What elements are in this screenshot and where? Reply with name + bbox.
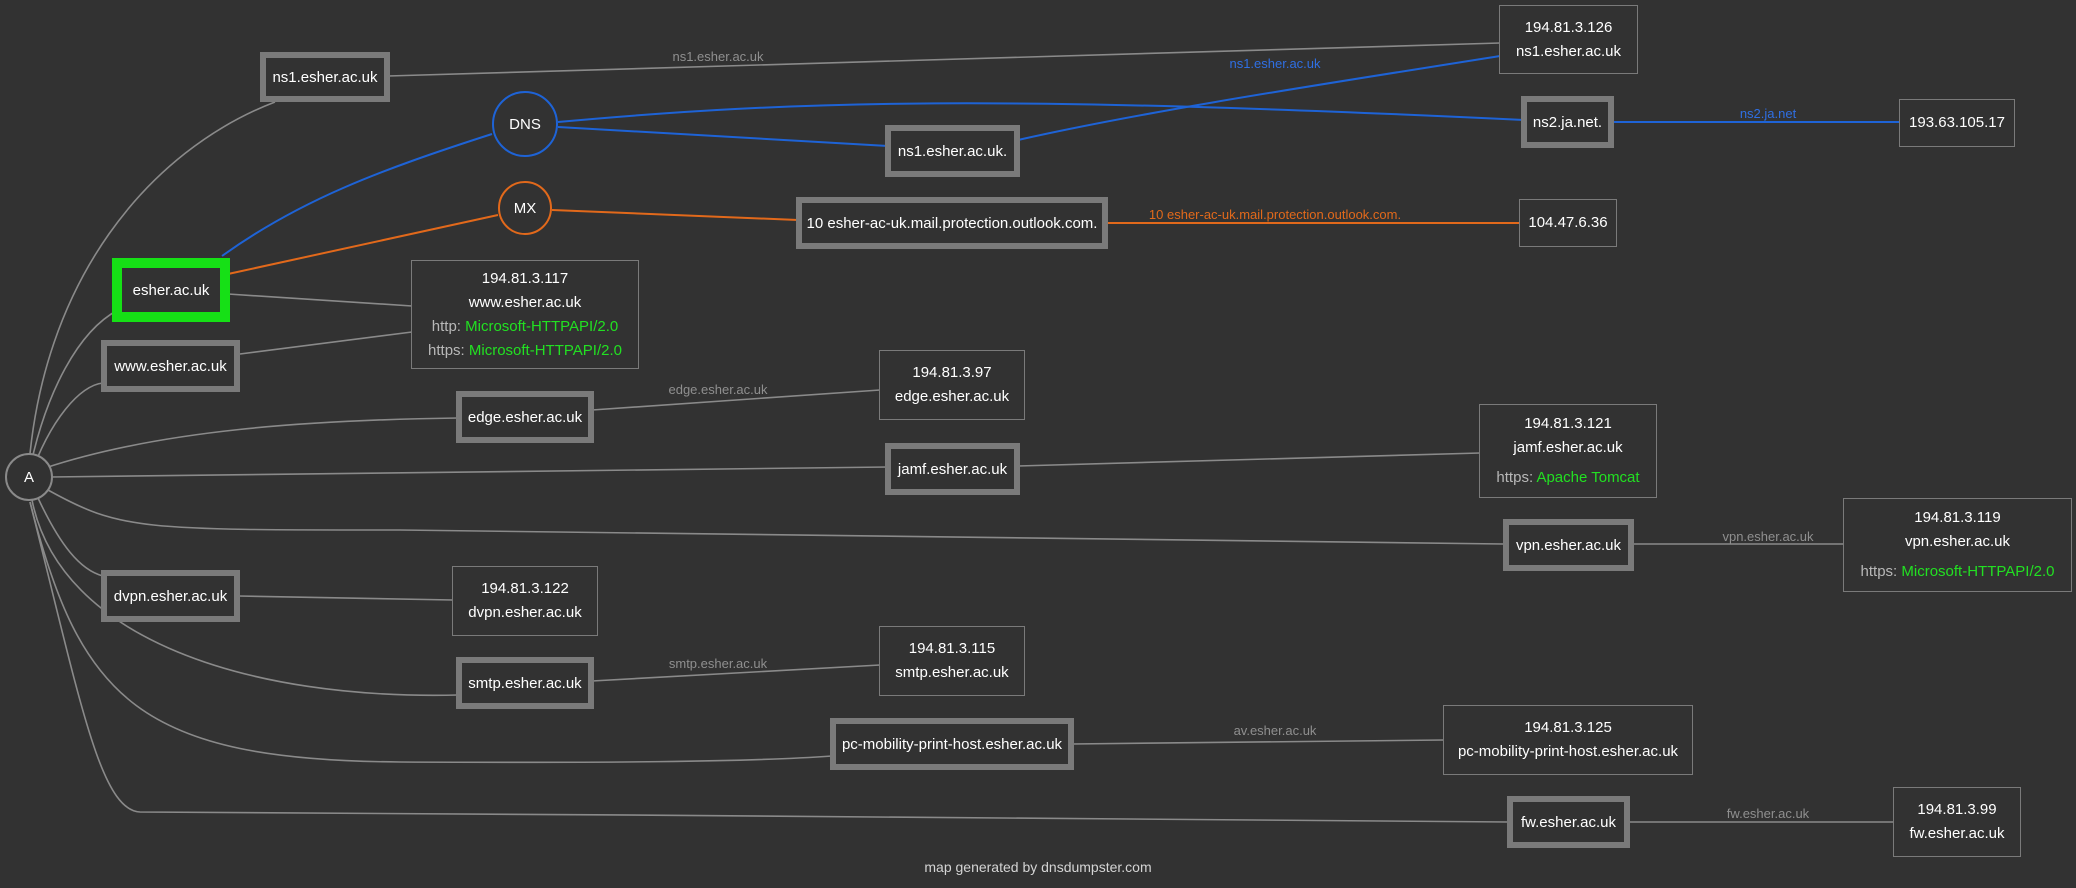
ip-node-fw[interactable]: 194.81.3.99 fw.esher.ac.uk xyxy=(1893,787,2021,857)
https-server: Apache Tomcat xyxy=(1536,469,1640,486)
ip-hostname: ns1.esher.ac.uk xyxy=(1515,42,1622,60)
edge-root-ns1 xyxy=(27,101,276,479)
host-node-fw[interactable]: fw.esher.ac.uk xyxy=(1507,796,1630,848)
ip-address: 104.47.6.36 xyxy=(1528,214,1608,231)
host-node-dvpn[interactable]: dvpn.esher.ac.uk xyxy=(101,570,240,622)
edge-label-vpn: vpn.esher.ac.uk xyxy=(1722,529,1814,544)
edge-root-dvpn xyxy=(37,497,104,577)
edge-label-ns1-blue: ns1.esher.ac.uk xyxy=(1229,56,1321,71)
http-server: Microsoft-HTTPAPI/2.0 xyxy=(465,317,619,335)
edge-label-ns2: ns2.ja.net xyxy=(1740,106,1797,121)
ip-hostname: dvpn.esher.ac.uk xyxy=(468,604,582,621)
edge-root-main xyxy=(27,309,119,479)
ip-hostname: pc-mobility-print-host.esher.ac.uk xyxy=(1457,743,1679,760)
host-node-main[interactable]: esher.ac.uk xyxy=(112,258,230,322)
host-node-ns1[interactable]: ns1.esher.ac.uk xyxy=(260,52,390,102)
edge-root-vpn xyxy=(47,489,1504,545)
edge-main-dns xyxy=(221,133,493,257)
host-node-smtp[interactable]: smtp.esher.ac.uk xyxy=(456,657,594,709)
host-node-edge[interactable]: edge.esher.ac.uk xyxy=(456,391,594,443)
edge-dvpn-ip xyxy=(237,595,454,601)
ip-address: 194.81.3.122 xyxy=(481,580,569,597)
edge-edge-ip xyxy=(591,389,881,411)
host-node-vpn[interactable]: vpn.esher.ac.uk xyxy=(1503,519,1634,571)
https-server: Microsoft-HTTPAPI/2.0 xyxy=(468,341,622,359)
host-node-mx10[interactable]: 10 esher-ac-uk.mail.protection.outlook.c… xyxy=(796,197,1108,249)
https-label: https: xyxy=(428,341,465,359)
mx-record-node[interactable]: MX xyxy=(498,181,552,235)
edge-root-smtp xyxy=(31,499,459,697)
edge-root-edge xyxy=(44,417,459,469)
edge-label-ns1: ns1.esher.ac.uk xyxy=(672,49,764,64)
edge-root-pc xyxy=(29,501,833,764)
ip-hostname: jamf.esher.ac.uk xyxy=(1513,439,1623,456)
root-node-a[interactable]: A xyxy=(5,453,53,501)
ip-node-dvpn[interactable]: 194.81.3.122 dvpn.esher.ac.uk xyxy=(452,566,598,636)
ip-address: 194.81.3.126 xyxy=(1524,18,1613,36)
https-service-row: https: Apache Tomcat xyxy=(1496,466,1639,490)
edge-dns-ns2 xyxy=(557,102,1525,123)
ip-hostname: vpn.esher.ac.uk xyxy=(1904,533,2011,550)
edge-label-edge: edge.esher.ac.uk xyxy=(668,382,768,397)
ip-address: 194.81.3.117 xyxy=(481,269,569,287)
ip-node-www[interactable]: 194.81.3.117 www.esher.ac.uk http: Micro… xyxy=(411,260,639,369)
edge-mx-mx10 xyxy=(551,209,799,221)
host-node-pc[interactable]: pc-mobility-print-host.esher.ac.uk xyxy=(830,718,1074,770)
footer-credit: map generated by dnsdumpster.com xyxy=(924,859,1152,875)
edge-label-smtp: smtp.esher.ac.uk xyxy=(669,656,768,671)
edge-pc-ip xyxy=(1071,739,1445,745)
edge-www-wwwip xyxy=(239,331,413,355)
edge-label-mx: 10 esher-ac-uk.mail.protection.outlook.c… xyxy=(1149,207,1401,222)
dns-record-node[interactable]: DNS xyxy=(492,91,558,157)
edge-ns1-ip xyxy=(387,42,1501,77)
ip-address: 194.81.3.115 xyxy=(908,640,996,657)
edge-root-fw xyxy=(29,501,1509,823)
https-service-row: https: Microsoft-HTTPAPI/2.0 xyxy=(1861,560,2055,584)
ip-hostname: www.esher.ac.uk xyxy=(468,293,582,311)
ip-node-vpn[interactable]: 194.81.3.119 vpn.esher.ac.uk https: Micr… xyxy=(1843,498,2072,592)
ip-address: 194.81.3.97 xyxy=(912,364,992,381)
https-service-row: https: Microsoft-HTTPAPI/2.0 xyxy=(428,339,622,363)
ip-node-ns1[interactable]: 194.81.3.126 ns1.esher.ac.uk xyxy=(1499,5,1638,74)
ip-address: 194.81.3.119 xyxy=(1914,509,2001,526)
ip-hostname: fw.esher.ac.uk xyxy=(1909,825,2005,842)
ip-address: 194.81.3.121 xyxy=(1524,415,1612,432)
ip-node-mx[interactable]: 104.47.6.36 xyxy=(1519,199,1617,247)
ip-hostname: smtp.esher.ac.uk xyxy=(895,664,1009,681)
host-node-ns1-dot[interactable]: ns1.esher.ac.uk. xyxy=(885,125,1020,177)
ip-address: 194.81.3.125 xyxy=(1524,719,1612,736)
edge-main-mx xyxy=(227,214,499,275)
ip-address: 193.63.105.17 xyxy=(1909,114,2005,131)
edge-label-fw: fw.esher.ac.uk xyxy=(1727,806,1810,821)
https-server: Microsoft-HTTPAPI/2.0 xyxy=(1901,563,2055,580)
ip-node-edge[interactable]: 194.81.3.97 edge.esher.ac.uk xyxy=(879,350,1025,420)
https-label: https: xyxy=(1860,563,1898,580)
https-label: https: xyxy=(1496,469,1534,486)
ip-hostname: edge.esher.ac.uk xyxy=(894,388,1010,405)
ip-node-smtp[interactable]: 194.81.3.115 smtp.esher.ac.uk xyxy=(879,626,1025,696)
host-node-jamf[interactable]: jamf.esher.ac.uk xyxy=(885,443,1020,495)
ip-node-ns2[interactable]: 193.63.105.17 xyxy=(1899,99,2015,147)
ip-node-pc[interactable]: 194.81.3.125 pc-mobility-print-host.eshe… xyxy=(1443,705,1693,775)
ip-node-jamf[interactable]: 194.81.3.121 jamf.esher.ac.uk https: Apa… xyxy=(1479,404,1657,498)
edge-root-jamf xyxy=(49,466,889,478)
edge-ns1dot-ip xyxy=(1017,55,1501,141)
edge-dns-ns1dot xyxy=(557,126,889,147)
edge-smtp-ip xyxy=(591,664,881,682)
host-node-www[interactable]: www.esher.ac.uk xyxy=(101,340,240,392)
host-node-ns2[interactable]: ns2.ja.net. xyxy=(1521,96,1614,148)
http-label: http: xyxy=(431,317,461,335)
edge-jamf-ip xyxy=(1017,452,1481,467)
ip-address: 194.81.3.99 xyxy=(1917,801,1997,818)
http-service-row: http: Microsoft-HTTPAPI/2.0 xyxy=(432,315,618,339)
edge-label-pc: av.esher.ac.uk xyxy=(1234,723,1317,738)
edge-main-wwwip xyxy=(227,293,413,307)
